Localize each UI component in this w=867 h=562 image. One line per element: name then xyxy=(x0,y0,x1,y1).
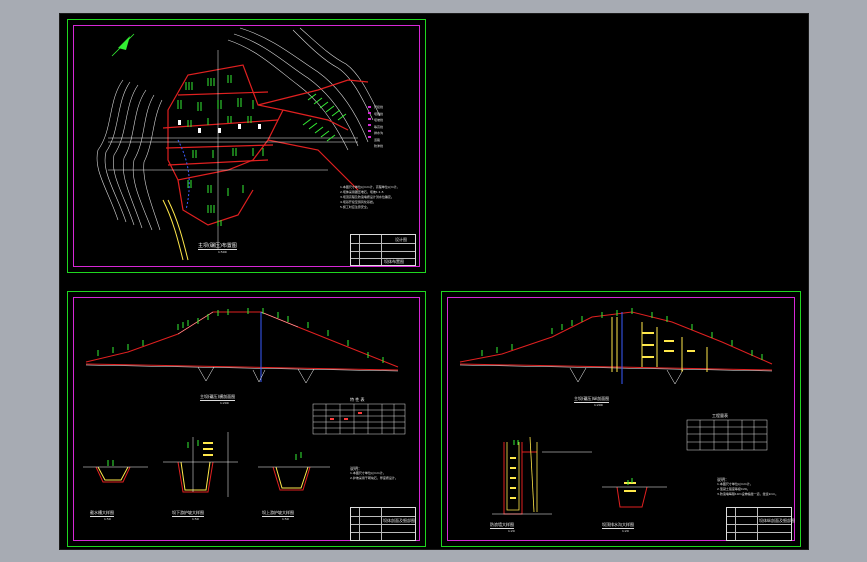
plan-title-block: 设计图 坝体布置图 xyxy=(350,234,416,266)
plan-note: 4.坝基开挖至弱风化基岩。 xyxy=(340,200,376,204)
quantity-table-title: 工程量表 xyxy=(712,413,728,418)
detail-title-3: 坝上游护坡大样图 xyxy=(262,510,294,517)
plan-notes: 1.本图尺寸单位以mm计，高程单位以m计。 2.坝体采用碾压堆石，坝坡1:1.5… xyxy=(340,185,400,210)
plan-sheet: 开挖线 坝轴线 坝坡线 等高线 排水沟 道路 防渗线 1.本图尺寸单位以mm计，… xyxy=(67,19,426,273)
note-line: 2.护坡采用干砌块石，厚度按设计。 xyxy=(350,476,398,480)
note-line: 1.本图尺寸单位以mm计。 xyxy=(350,471,386,475)
plan-title: 主坝(碾压)布置图 xyxy=(198,243,237,250)
longitudinal-section-drawing-name: 坝体纵剖面及细部图 xyxy=(759,518,795,523)
plan-scale: 1:500 xyxy=(218,250,227,254)
detail-title-drain: 坝顶排水沟大样图 xyxy=(602,522,634,529)
cad-drawing-canvas[interactable]: 开挖线 坝轴线 坝坡线 等高线 排水沟 道路 防渗线 1.本图尺寸单位以mm计，… xyxy=(59,13,809,550)
notes-heading: 说明： xyxy=(350,466,362,471)
longitudinal-section-scale: 1:200 xyxy=(594,403,603,407)
feature-table-title: 特 性 表 xyxy=(350,397,365,402)
plan-note: 2.坝体采用碾压堆石，坝坡1:1.5 xyxy=(340,190,384,194)
cross-section-notes: 说明： 1.本图尺寸单位以mm计。 2.护坡采用干砌块石，厚度按设计。 xyxy=(350,466,398,481)
detail-title-1: 截水槽大样图 xyxy=(90,510,114,517)
legend-item: 开挖线 xyxy=(374,105,384,109)
legend-item: 排水沟 xyxy=(374,131,384,135)
legend-item: 道路 xyxy=(374,137,381,142)
cross-section-sheet: 主坝(碾压)横剖面图 1:200 特 性 表 截水槽大样图 1:50 坝下游护坡… xyxy=(67,291,426,547)
longitudinal-section-title-block: 坝体纵剖面及细部图 xyxy=(726,507,795,541)
plan-note: 3.坝顶高程及防浪墙按设计洪水位确定。 xyxy=(340,195,394,199)
cross-section-sheet-border xyxy=(73,297,420,541)
detail-scale-wall: 1:20 xyxy=(508,529,515,533)
note-line: 3.防浪墙每隔10m设伸缩缝一道，缝宽2cm。 xyxy=(717,492,779,496)
detail-scale-1: 1:50 xyxy=(104,517,111,521)
plan-drawing-no: 设计图 xyxy=(395,237,407,242)
plan-view-drawing xyxy=(96,27,381,261)
detail-scale-3: 1:50 xyxy=(282,517,289,521)
cross-section-scale: 1:200 xyxy=(220,401,229,405)
legend-item: 坝轴线 xyxy=(374,111,384,116)
plan-note: 1.本图尺寸单位以mm计，高程单位以m计。 xyxy=(340,185,400,189)
detail-scale-drain: 1:20 xyxy=(622,529,629,533)
legend-item: 防渗线 xyxy=(374,144,384,148)
detail-scale-2: 1:50 xyxy=(192,517,199,521)
plan-drawing-name: 坝体布置图 xyxy=(384,259,404,264)
note-line: 1.本图尺寸单位以mm计。 xyxy=(717,482,753,486)
notes-heading: 说明： xyxy=(717,477,729,482)
detail-title-wall: 防浪墙大样图 xyxy=(490,522,514,529)
plan-legend: 开挖线 坝轴线 坝坡线 等高线 排水沟 道路 防渗线 xyxy=(374,104,383,150)
legend-item: 坝坡线 xyxy=(374,118,384,122)
longitudinal-section-notes: 说明： 1.本图尺寸单位以mm计。 2.混凝土强度等级C20。 3.防浪墙每隔1… xyxy=(717,477,778,497)
longitudinal-section-sheet: 主坝(碾压)纵剖面图 1:200 工程量表 防浪墙大样图 1:20 坝顶排水沟大… xyxy=(441,291,801,547)
note-line: 2.混凝土强度等级C20。 xyxy=(717,487,750,491)
plan-note: 5.施工时应注意安全。 xyxy=(340,205,370,209)
longitudinal-section-sheet-border xyxy=(447,297,795,541)
longitudinal-section-drawing xyxy=(459,308,773,515)
cross-section-title-block: 坝体剖面及细部图 xyxy=(350,507,416,541)
cross-section-title: 主坝(碾压)横剖面图 xyxy=(200,394,236,401)
plan-sheet-border xyxy=(73,25,420,267)
cross-section-drawing xyxy=(83,308,406,497)
legend-item: 等高线 xyxy=(374,124,384,129)
cross-section-drawing-name: 坝体剖面及细部图 xyxy=(383,518,415,523)
detail-title-2: 坝下游护坡大样图 xyxy=(172,510,204,517)
longitudinal-section-title: 主坝(碾压)纵剖面图 xyxy=(574,396,610,403)
